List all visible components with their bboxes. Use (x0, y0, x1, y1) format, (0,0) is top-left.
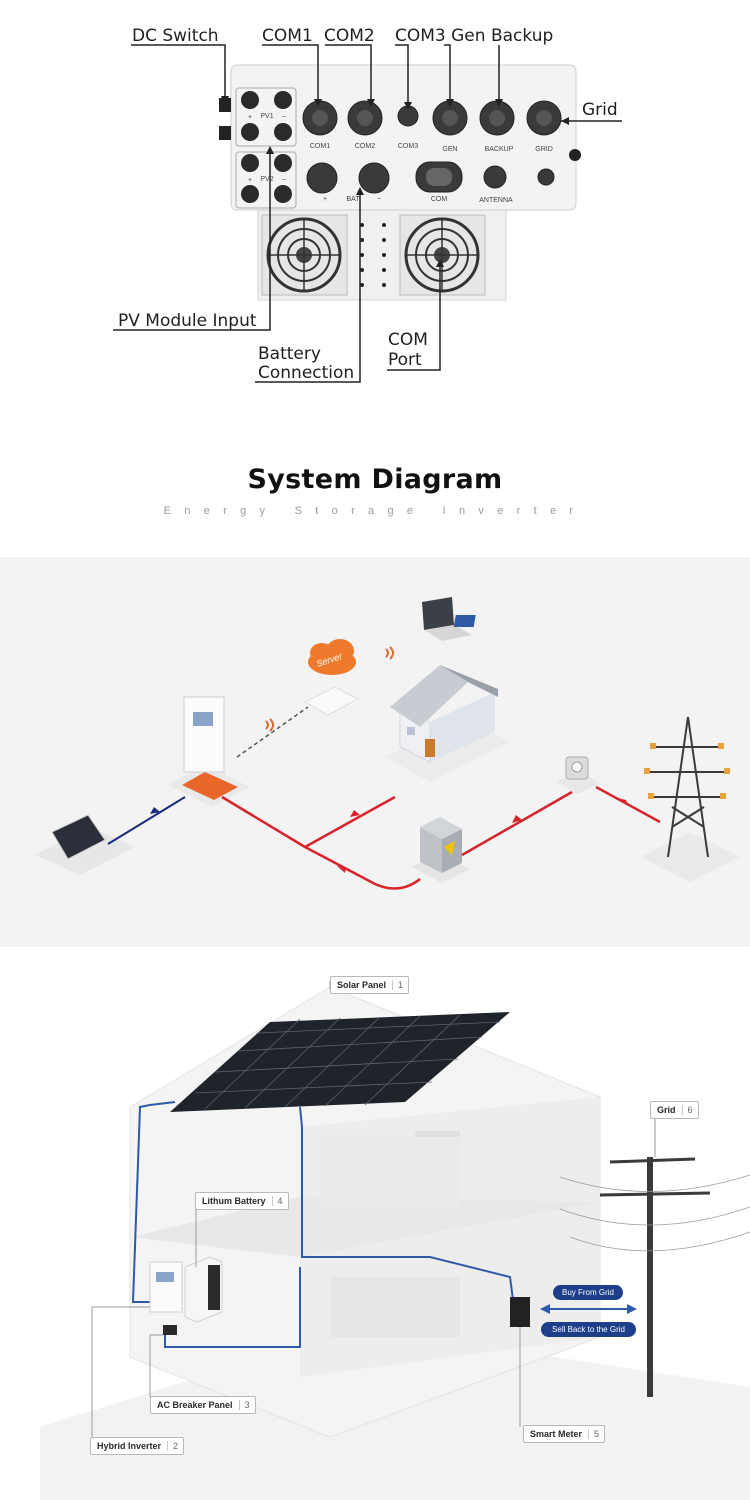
dc-switch-label: DC Switch (132, 26, 219, 46)
port-label-gen: GEN (428, 146, 472, 153)
pv-module-input-label: PV Module Input (118, 311, 257, 331)
com2-label: COM2 (324, 26, 375, 46)
port-label-antenna: ANTENNA (474, 197, 518, 204)
com3-gen-backup-label: COM3 Gen Backup (395, 26, 553, 46)
section-title: System Diagram (0, 464, 750, 495)
port-label-pv-minus-1: − (262, 114, 306, 121)
smart-meter-house-icon (510, 1297, 530, 1327)
hybrid-inverter-house-icon (150, 1262, 182, 1312)
port-label-bat-minus: − (357, 196, 401, 203)
port-label-com: COM (417, 196, 461, 203)
ac-breaker-icon (163, 1325, 177, 1335)
port-label-com2: COM2 (343, 143, 387, 150)
grid-label: Grid (582, 100, 618, 120)
inverter-panel-illustration (0, 0, 750, 420)
power-pylon-icon (640, 717, 740, 882)
sell-back-pill: Sell Back to the Grid (541, 1322, 636, 1337)
laptop-icon (422, 597, 476, 641)
port-label-pv-minus-2: − (262, 177, 306, 184)
port-label-com3: COM3 (386, 143, 430, 150)
hybrid-inverter-icon (168, 697, 250, 807)
smart-meter-icon (556, 757, 600, 794)
com1-label: COM1 (262, 26, 313, 46)
section-subtitle: Energy Storage Inverter (0, 505, 750, 517)
buy-from-grid-pill: Buy From Grid (553, 1285, 623, 1300)
com-port-label-line1: COM (388, 330, 428, 350)
com-port-label-line2: Port (388, 350, 422, 370)
inverter-panel-section: DC Switch COM1 COM2 COM3 Gen Backup Grid… (0, 0, 750, 420)
battery-connection-label-line1: Battery (258, 344, 321, 364)
system-diagram-illustration (0, 557, 750, 947)
battery-connection-label-line2: Connection (258, 363, 354, 383)
house-diagram-illustration (0, 947, 750, 1500)
port-label-com1: COM1 (298, 143, 342, 150)
lithium-battery-icon (185, 1257, 222, 1322)
solar-panel-icon (35, 815, 135, 875)
system-diagram-section: Server (0, 557, 750, 947)
port-label-backup: BACKUP (477, 146, 521, 153)
port-label-grid: GRID (522, 146, 566, 153)
breaker-box-icon (412, 817, 470, 883)
house-icon (385, 665, 510, 782)
